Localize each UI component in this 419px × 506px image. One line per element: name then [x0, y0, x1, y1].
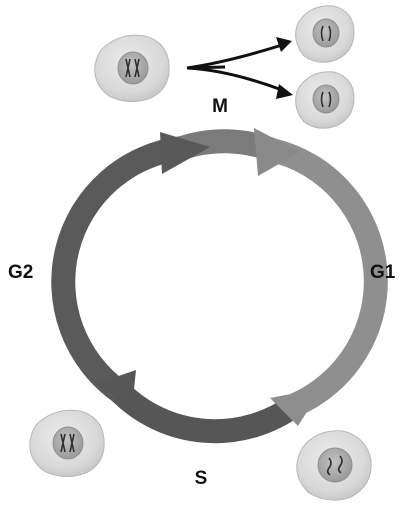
- arrowhead-into-g1: [254, 128, 300, 176]
- s-phase-arc: [111, 383, 303, 444]
- g1-phase-arc: [269, 138, 388, 416]
- single-chromosomes-icon: [320, 25, 332, 42]
- g1-cell: [296, 430, 372, 501]
- division-arrow-down: [186, 66, 283, 92]
- division-arrowhead-down: [276, 84, 293, 99]
- label-g1: G1: [370, 262, 396, 283]
- daughter-cell-top: [295, 5, 355, 63]
- label-s: S: [195, 468, 208, 489]
- g2-phase-arc: [51, 136, 184, 402]
- arrowhead-into-s: [270, 388, 322, 426]
- duplicated-chromosomes-icon: [125, 58, 140, 78]
- duplicated-chromosomes-icon: [60, 433, 75, 453]
- label-g2: G2: [8, 262, 33, 283]
- division-arrow-up: [186, 43, 283, 70]
- cycle-ring: [51, 128, 388, 444]
- division-arrow-stem: [186, 65, 226, 70]
- single-chromosomes-icon: [320, 91, 332, 108]
- parent-cell: [94, 34, 170, 102]
- division-arrows: [186, 37, 293, 99]
- daughter-cell-bottom: [295, 71, 355, 129]
- division-arrowhead-up: [276, 37, 292, 52]
- g2-cell: [29, 409, 105, 477]
- single-chromosomes-icon: [326, 455, 343, 476]
- arrowhead-into-m: [160, 132, 210, 174]
- arrowhead-into-g2: [96, 370, 136, 408]
- label-m: M: [212, 96, 228, 117]
